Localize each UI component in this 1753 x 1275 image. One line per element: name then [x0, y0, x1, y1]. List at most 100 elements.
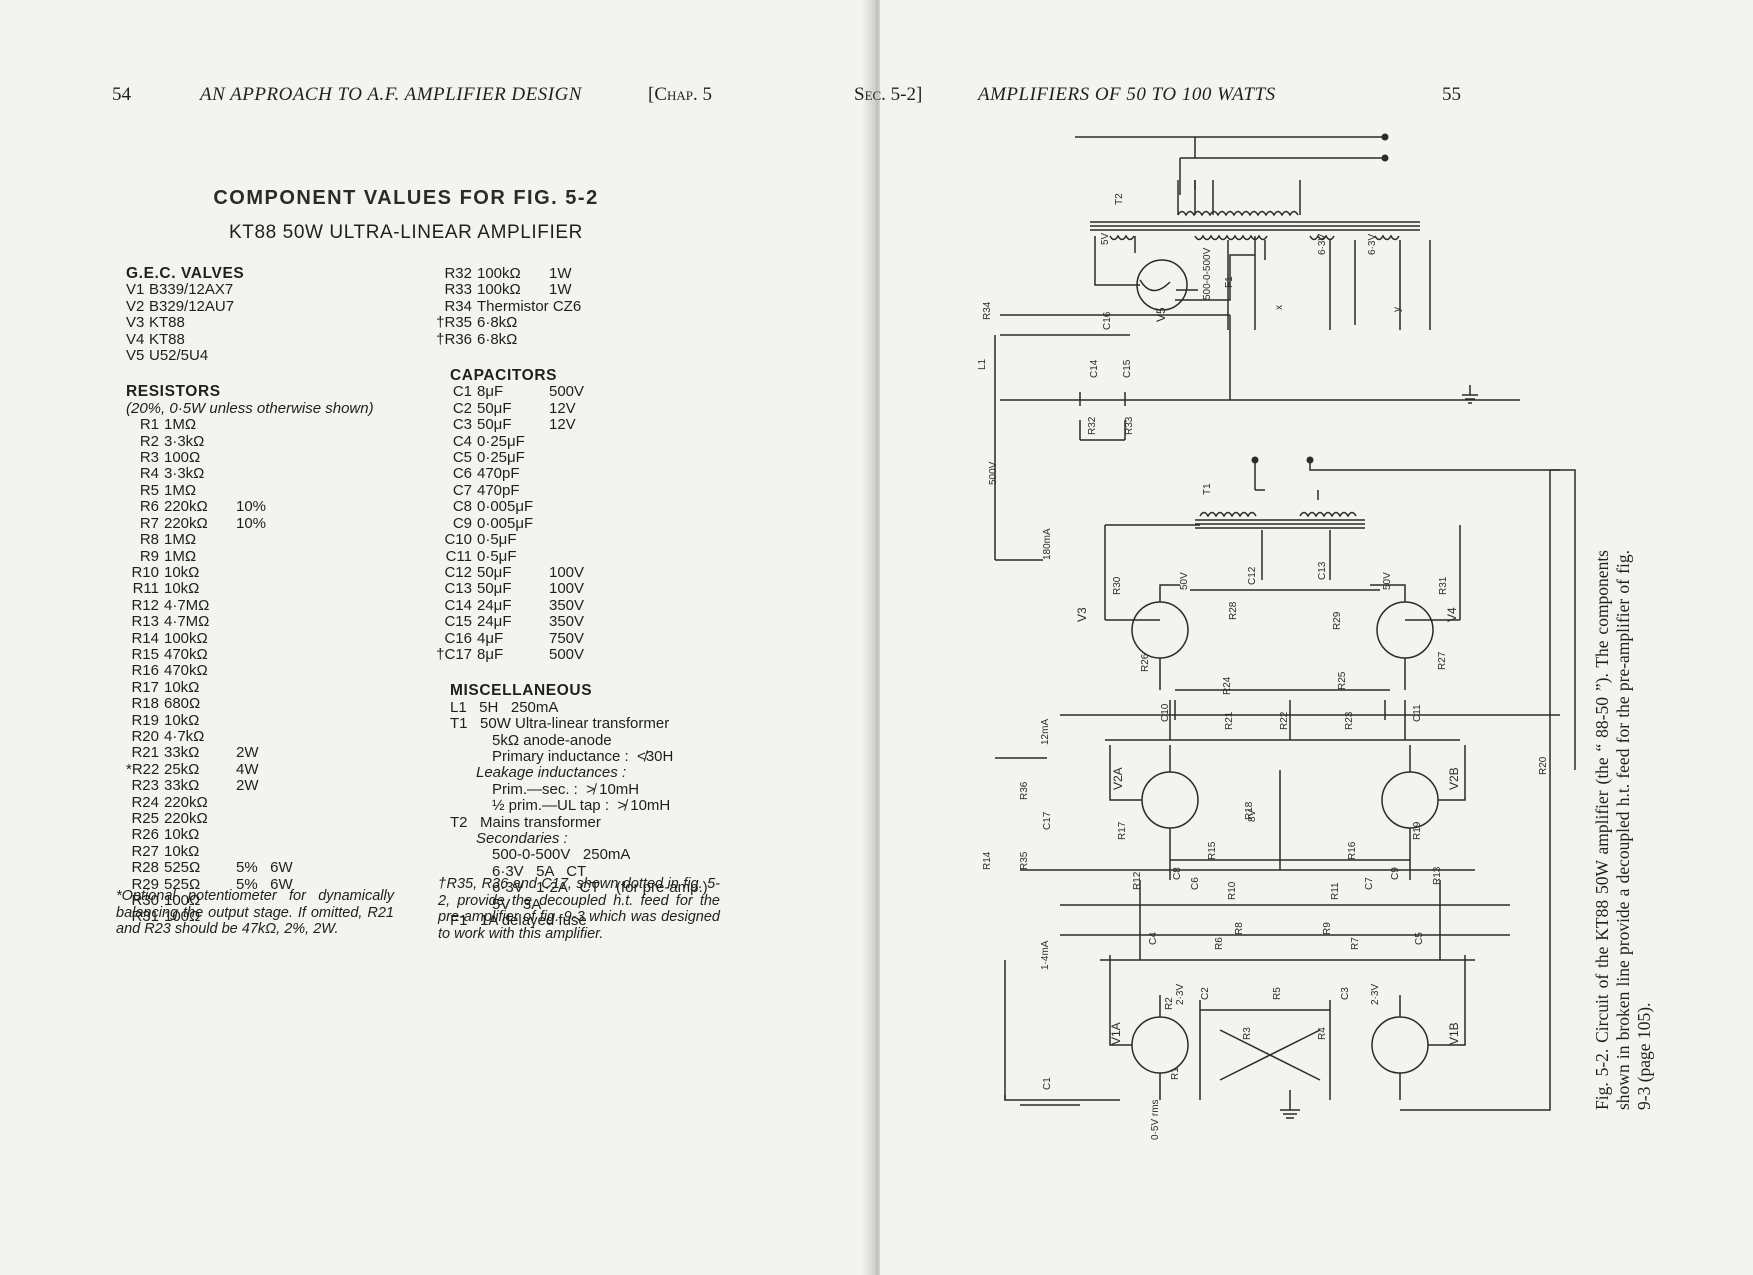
schematic-label-r12: R12 — [1132, 871, 1143, 890]
component-value: 100Ω — [164, 892, 201, 910]
component-ref: C15 — [444, 613, 472, 631]
schematic-label-r10: R10 — [1227, 881, 1238, 900]
schematic-label-t1: T1 — [1202, 483, 1213, 495]
component-value: 24μF — [477, 596, 512, 614]
schematic-label-r28: R28 — [1228, 601, 1239, 620]
component-value: 8μF — [477, 645, 504, 663]
schematic-label-r29: R29 — [1332, 611, 1343, 630]
component-value: 1MΩ — [164, 416, 197, 434]
misc-line: 6·3V 1·2A CT (for pre-amp.) — [492, 879, 708, 897]
component-rating: 5% 6W — [236, 875, 293, 893]
schematic-label-c17: C17 — [1042, 811, 1053, 830]
component-value: 50μF — [477, 580, 512, 598]
schematic-label-c15: C15 — [1122, 359, 1133, 378]
capacitors-heading: CAPACITORS — [450, 367, 558, 385]
component-row: †R36 6·8kΩ — [430, 330, 750, 348]
schematic-label-i180: 180mA — [1042, 528, 1053, 560]
right-running-title: AMPLIFIERS OF 50 TO 100 WATTS — [978, 84, 1276, 105]
schematic-label-f1: F1 — [1224, 276, 1235, 288]
component-rating: 10% — [236, 498, 267, 516]
component-rating: 2W — [236, 777, 259, 795]
misc-heading: MISCELLANEOUS — [450, 682, 593, 700]
schematic-label-r9: R9 — [1322, 922, 1333, 935]
component-rating: 100V — [549, 580, 585, 598]
component-value: 4·7kΩ — [164, 727, 205, 745]
component-ref: V1 — [126, 281, 145, 299]
component-ref: C13 — [444, 580, 472, 598]
schematic-label-c13: C13 — [1317, 561, 1328, 580]
component-value: 220kΩ — [164, 810, 208, 827]
component-ref: R14 — [131, 629, 159, 647]
component-value: 25kΩ — [164, 760, 200, 778]
schematic-label-v1b: V1B — [1447, 1022, 1461, 1045]
misc-line: T2 Mains transformer — [450, 813, 601, 831]
component-value: 8μF — [477, 383, 504, 401]
misc-line: Secondaries : — [476, 830, 568, 847]
component-value: KT88 — [149, 314, 185, 332]
component-ref: R2 — [139, 432, 159, 450]
component-value: 100kΩ — [477, 281, 521, 299]
component-ref: R15 — [131, 645, 159, 663]
schematic-label-v3: V3 — [1075, 607, 1089, 622]
component-value: 4·7MΩ — [164, 596, 210, 614]
component-value: 100Ω — [164, 908, 201, 926]
footnote-decoupled-feed: †R35, R36 and C17, shown dotted in fig. … — [438, 876, 720, 942]
component-rating: 12V — [549, 416, 576, 434]
schematic-label-r14: R14 — [982, 851, 993, 870]
component-rating: 2W — [236, 744, 259, 762]
misc-line: L1 5H 250mA — [450, 698, 559, 716]
schematic-label-r20: R20 — [1538, 756, 1549, 775]
schematic-label-c11: C11 — [1412, 704, 1423, 722]
component-ref: C4 — [452, 432, 472, 450]
right-page: Sec. 5-2] AMPLIFIERS OF 50 TO 100 WATTS … — [854, 0, 1753, 1275]
schematic-label-c14: C14 — [1089, 359, 1100, 378]
component-value: 220kΩ — [164, 793, 208, 811]
schematic-label-r15: R15 — [1207, 841, 1218, 860]
schematic-label-hv: 500-0-500V — [1202, 247, 1213, 300]
component-value: 100kΩ — [477, 265, 521, 282]
component-value: Thermistor CZ6 — [477, 297, 582, 315]
schematic-label-r6: R6 — [1214, 937, 1225, 950]
schematic-label-v5: 5V — [1100, 232, 1111, 245]
component-ref: R26 — [131, 826, 159, 844]
component-value: 6·8kΩ — [477, 330, 518, 348]
component-ref: C1 — [452, 383, 472, 401]
schematic-label-r3: R3 — [1242, 1027, 1253, 1040]
schematic-label-x: x — [1274, 305, 1285, 310]
schematic-label-l1: L1 — [977, 358, 988, 370]
component-ref: R29 — [131, 875, 159, 893]
schematic-label-r23: R23 — [1344, 711, 1355, 730]
schematic-label-r34: R34 — [982, 301, 993, 320]
amplifier-subtitle: KT88 50W ULTRA-LINEAR AMPLIFIER — [228, 222, 583, 243]
component-value: 10kΩ — [164, 580, 200, 598]
component-ref: R12 — [131, 596, 159, 614]
chapter-label: [Chap. 5 — [648, 84, 713, 105]
component-ref: †R36 — [436, 330, 472, 348]
component-rating: 350V — [549, 596, 585, 614]
component-value: B339/12AX7 — [149, 281, 234, 299]
